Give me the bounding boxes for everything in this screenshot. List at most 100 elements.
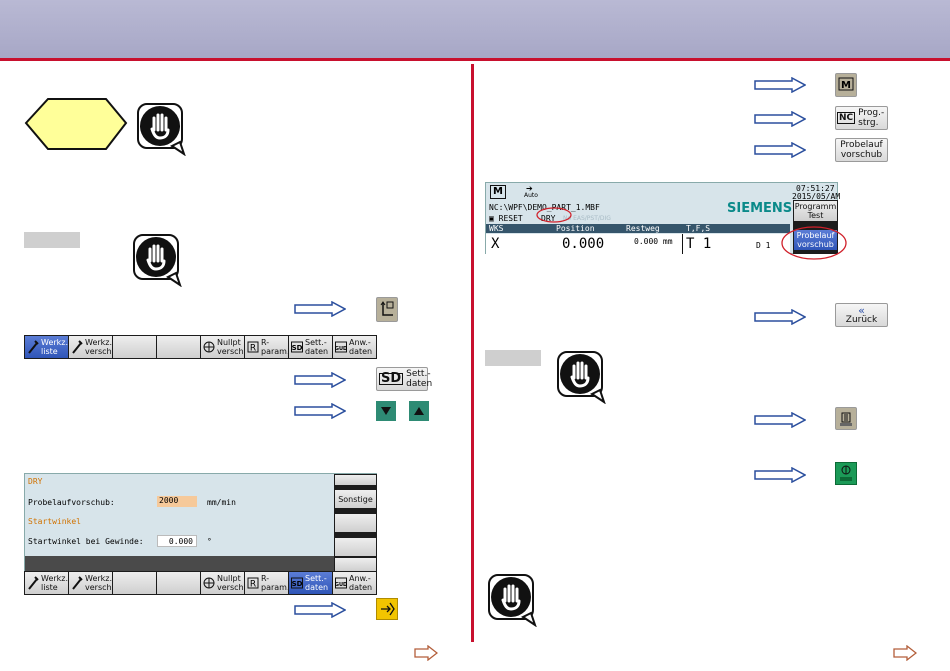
softkey-werkz-liste[interactable]: Werkz.- liste — [25, 336, 68, 358]
programm-test-label: Programm Test — [794, 202, 837, 220]
input-key[interactable] — [376, 598, 398, 620]
zurueck-label: Zurück — [845, 314, 878, 325]
probelauf-input[interactable]: 2000 — [157, 496, 197, 507]
column-divider — [471, 64, 474, 642]
zurueck-key[interactable]: « Zurück — [835, 303, 888, 327]
side-softkey-empty[interactable] — [335, 514, 376, 532]
reset-label: RESET — [498, 214, 523, 223]
cycle-stop-icon — [840, 412, 852, 426]
cycle-stop-key[interactable] — [835, 407, 857, 430]
softkey-highlight-ellipse — [781, 226, 847, 260]
arrow-right-icon — [754, 142, 806, 158]
side-softkey-empty[interactable] — [335, 475, 376, 485]
sonstige-softkey[interactable]: Sonstige — [335, 490, 376, 508]
softkey-label: Werkz.- versch — [85, 338, 112, 356]
softkey-nullpt-versch[interactable]: Nullpt versch — [201, 572, 244, 594]
table-row — [486, 234, 790, 254]
softkey-werkz-liste[interactable]: Werkz.- liste — [25, 572, 68, 594]
side-softkey-empty[interactable] — [335, 538, 376, 556]
placeholder-box — [485, 350, 541, 366]
auto-icon: ➔ — [526, 184, 533, 193]
arrow-right-icon — [294, 372, 346, 388]
reset-status: ▣ RESET — [489, 214, 523, 223]
page-header — [0, 0, 950, 58]
side-softkeys: Sonstige — [334, 474, 377, 572]
arrow-right-icon — [754, 111, 806, 127]
startwinkel-input[interactable]: 0.000 — [157, 535, 197, 547]
header-restweg: Restweg — [626, 224, 660, 233]
softkey-empty[interactable] — [113, 336, 156, 358]
header-position: Position — [556, 224, 595, 233]
side-softkey-empty[interactable] — [335, 558, 376, 571]
arrow-right-icon — [294, 301, 346, 317]
back-chevron-icon: « — [858, 303, 865, 317]
placeholder-box — [24, 232, 80, 248]
gud-icon: GUD — [335, 577, 347, 589]
input-icon — [381, 602, 395, 616]
sett-daten-key[interactable]: SD Sett.- daten — [376, 367, 432, 391]
softkey-empty[interactable] — [113, 572, 156, 594]
tool-value: T 1 — [686, 236, 712, 252]
offset-key[interactable] — [376, 297, 398, 322]
arrow-right-icon — [754, 467, 806, 483]
tool-icon — [28, 576, 39, 590]
softkey-empty[interactable] — [157, 572, 200, 594]
softkey-label: Sett.- daten — [305, 574, 329, 592]
machine-key[interactable]: M — [835, 73, 857, 97]
svg-text:GUD: GUD — [335, 582, 347, 588]
restweg-value: 0.000 mm — [634, 237, 673, 246]
softkey-nullpt-versch[interactable]: Nullpt versch — [201, 336, 244, 358]
arrow-right-icon — [294, 602, 346, 618]
tool-icon — [28, 340, 39, 354]
next-page-arrow-icon[interactable] — [893, 645, 917, 661]
column-separator — [682, 234, 683, 254]
probelauf-value: 2000 — [159, 496, 179, 505]
hand-note-icon — [137, 103, 186, 156]
probelauf-label: Probelaufvorschub: — [28, 498, 115, 507]
probelauf-vorschub-key[interactable]: Probelauf vorschub — [835, 138, 888, 162]
axis-name: X — [491, 236, 500, 252]
svg-text:R: R — [250, 344, 256, 354]
softkey-werkz-versch[interactable]: Werkz.- versch — [69, 572, 112, 594]
faint-status: No EAS/PST/DIG — [563, 215, 611, 222]
cursor-down-key[interactable] — [376, 401, 396, 421]
hand-note-icon — [133, 234, 182, 287]
softkey-bar-top: Werkz.- liste Werkz.- versch Nullpt versch… — [24, 335, 377, 359]
side-softkeys: Programm Test Probelauf vorschub — [793, 200, 838, 254]
zero-offset-icon — [203, 577, 215, 589]
program-path: NC:\WPF\DEMO_PART_1.MBF — [489, 203, 600, 212]
sd-icon: SD — [291, 341, 303, 353]
sd-icon: SD — [291, 577, 303, 589]
programm-test-softkey[interactable]: Programm Test — [794, 201, 837, 221]
softkey-empty[interactable] — [157, 336, 200, 358]
machine-icon: M — [838, 77, 854, 91]
softkey-werkz-versch[interactable]: Werkz.- versch — [69, 336, 112, 358]
next-page-arrow-icon[interactable] — [414, 645, 438, 661]
header-wks: WKS — [489, 224, 504, 233]
dry-status: DRY — [541, 214, 556, 223]
svg-text:R: R — [250, 580, 256, 590]
cursor-up-key[interactable] — [409, 401, 429, 421]
arrow-right-icon — [754, 309, 806, 325]
panel-title: DRY — [28, 477, 43, 486]
probelauf-softkey[interactable]: Probelauf vorschub — [794, 230, 837, 250]
header-divider — [0, 58, 950, 61]
prog-strg-label: Prog.- strg. — [858, 108, 885, 128]
prog-strg-key[interactable]: NC Prog.- strg. — [835, 106, 888, 130]
softkey-label: Sett.- daten — [305, 338, 329, 356]
position-value: 0.000 — [562, 236, 605, 252]
sett-daten-label: Sett.- daten — [406, 369, 433, 389]
triangle-down-icon — [381, 407, 391, 415]
setting-data-panel: DRY Probelaufvorschub: 2000 mm/min Start… — [24, 473, 377, 572]
r-icon: R — [247, 577, 259, 590]
cycle-start-key[interactable] — [835, 462, 857, 485]
mode-label: Auto — [524, 192, 538, 199]
svg-text:GUD: GUD — [335, 346, 347, 352]
